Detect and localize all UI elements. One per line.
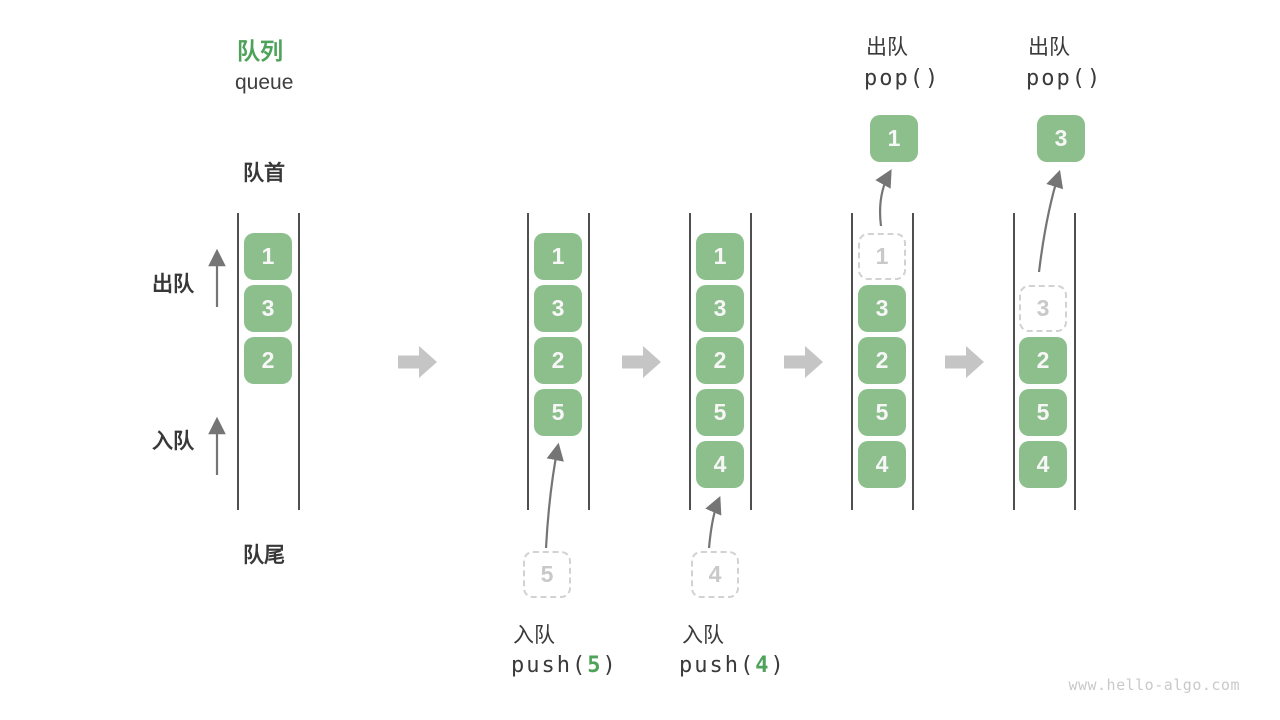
channel-line-right: [912, 213, 914, 510]
channel-line-left: [851, 213, 853, 510]
channel-line-left: [527, 213, 529, 510]
pop3-arrow-icon: [1037, 169, 1064, 273]
stage-arrow-icon: [945, 346, 984, 378]
pop3-label: 出队: [1028, 36, 1070, 59]
channel-line-left: [689, 213, 691, 510]
queue-item-box: 2: [858, 337, 906, 384]
channel-line-right: [750, 213, 752, 510]
pop1-code: pop(): [864, 66, 941, 91]
popped-item-box: 1: [870, 115, 918, 162]
push5-code: push(5): [511, 653, 618, 678]
code-arg: 4: [755, 653, 771, 678]
queue-item-box: 5: [534, 389, 582, 436]
ghost-item-box: 1: [858, 233, 906, 280]
queue-item-box: 3: [244, 285, 292, 332]
queue-item-box: 1: [534, 233, 582, 280]
page-title: 队列: [237, 38, 283, 64]
pending-item-box: 5: [523, 551, 571, 598]
dequeue-side-label: 出队: [152, 273, 194, 296]
queue-item-box: 2: [534, 337, 582, 384]
queue-item-box: 5: [858, 389, 906, 436]
queue-front-label: 队首: [243, 162, 285, 185]
queue-item-box: 3: [696, 285, 744, 332]
queue-item-box: 4: [696, 441, 744, 488]
queue-item-box: 5: [1019, 389, 1067, 436]
queue-item-box: 5: [696, 389, 744, 436]
queue-item-box: 1: [696, 233, 744, 280]
ghost-item-box: 3: [1019, 285, 1067, 332]
pending-item-box: 4: [691, 551, 739, 598]
code-close: ): [602, 653, 618, 678]
code-close: ): [770, 653, 786, 678]
pop1-label: 出队: [866, 36, 908, 59]
popped-item-box: 3: [1037, 115, 1085, 162]
stage-arrow-icon: [784, 346, 823, 378]
pop1-arrow-icon: [875, 169, 892, 227]
queue-item-box: 2: [696, 337, 744, 384]
code-open: push(: [511, 653, 588, 678]
channel-line-right: [588, 213, 590, 510]
push4-label: 入队: [682, 624, 724, 647]
channel-line-right: [1074, 213, 1076, 510]
channel-line-left: [237, 213, 239, 510]
queue-item-box: 2: [1019, 337, 1067, 384]
queue-item-box: 2: [244, 337, 292, 384]
code-arg: 5: [587, 653, 603, 678]
queue-item-box: 1: [244, 233, 292, 280]
queue-rear-label: 队尾: [243, 544, 285, 567]
queue-item-box: 4: [1019, 441, 1067, 488]
queue-item-box: 4: [858, 441, 906, 488]
code-open: push(: [679, 653, 756, 678]
queue-item-box: 3: [534, 285, 582, 332]
enqueue-side-label: 入队: [152, 430, 194, 453]
watermark: www.hello-algo.com: [1068, 676, 1240, 694]
push4-code: push(4): [679, 653, 786, 678]
channel-line-right: [298, 213, 300, 510]
channel-line-left: [1013, 213, 1015, 510]
stage-arrow-icon: [622, 346, 661, 378]
push5-label: 入队: [513, 624, 555, 647]
stage-arrow-icon: [398, 346, 437, 378]
push4-arrow-icon: [705, 495, 722, 549]
pop3-code: pop(): [1026, 66, 1103, 91]
queue-item-box: 3: [858, 285, 906, 332]
push5-arrow-icon: [544, 442, 564, 549]
page-subtitle: queue: [235, 71, 294, 94]
